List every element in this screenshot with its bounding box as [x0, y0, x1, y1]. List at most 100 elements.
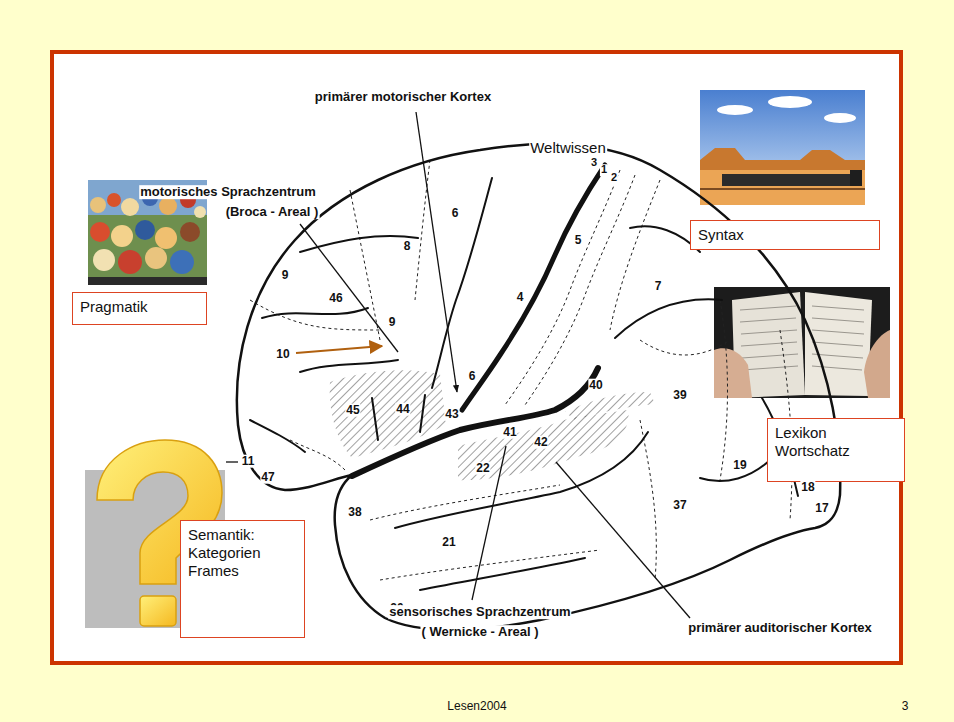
book-picture [714, 287, 890, 398]
area-border [415, 160, 430, 300]
area-number: 9 [281, 269, 290, 282]
sulcus [395, 432, 648, 528]
print-line [812, 366, 862, 370]
sulcus [615, 299, 722, 338]
area-number: 40 [588, 379, 603, 392]
concept-box: Lexikon Wortschatz [767, 418, 905, 482]
picture-ground [88, 215, 207, 277]
pointer-arrow [296, 346, 382, 353]
area-number: 9 [388, 316, 397, 329]
area-number: 7 [654, 280, 663, 293]
area-number: 2 [610, 172, 618, 184]
hand [714, 348, 752, 398]
area-number: 43 [444, 408, 459, 421]
brain-drawing [237, 144, 840, 630]
box-text: Lexikon Wortschatz [775, 424, 897, 460]
area-number: 39 [672, 389, 687, 402]
area-number: 11 [241, 455, 256, 468]
area-number: 46 [328, 292, 343, 305]
print-line [740, 318, 796, 322]
cloud [768, 96, 812, 108]
area-number: 21 [441, 536, 456, 549]
area-number: 22 [475, 462, 490, 475]
print-line [742, 366, 798, 370]
figure [159, 197, 177, 215]
area-border [350, 190, 380, 340]
area-number: 19 [732, 459, 747, 472]
page-number: 3 [902, 700, 909, 713]
footer-text: Lesen2004 [447, 700, 506, 713]
sulcus [300, 360, 398, 372]
picture-ground [714, 287, 890, 398]
print-line [812, 342, 863, 346]
area-number: 1 [600, 164, 608, 176]
area-border [640, 340, 730, 355]
sulcus [700, 458, 772, 481]
area-number: 37 [672, 499, 687, 512]
box-text: Semantik: Kategorien Frames [188, 526, 297, 580]
figure [194, 206, 206, 218]
leader-line [226, 461, 238, 462]
print-line [742, 354, 798, 358]
area-border [640, 420, 656, 580]
figure [118, 250, 142, 274]
sulcus [420, 395, 425, 432]
mesa [700, 148, 865, 205]
area-number: 5 [574, 234, 583, 247]
sylvian-fissure [352, 368, 598, 476]
locomotive [850, 170, 862, 186]
area-number: 18 [800, 481, 815, 494]
figure [93, 249, 115, 271]
print-line [812, 330, 864, 334]
area-number: 17 [814, 502, 829, 515]
figure [180, 222, 200, 242]
concept-label: Weltwissen [529, 140, 607, 156]
area-border [250, 300, 380, 330]
print-line [741, 342, 797, 346]
area-number: 42 [533, 436, 548, 449]
area-number: 38 [347, 506, 362, 519]
figure [90, 197, 106, 213]
area-number: 6 [451, 207, 460, 220]
cloud [824, 113, 856, 123]
figure [121, 198, 139, 216]
region-label: (Broca - Areal ) [225, 205, 320, 219]
wernicke-area-hatch [458, 410, 629, 480]
print-line [812, 306, 864, 310]
figure [135, 220, 155, 240]
concept-box: Pragmatik [72, 292, 207, 325]
sulcus [420, 558, 585, 590]
leader-line [472, 446, 506, 600]
brain-outline [237, 144, 840, 630]
rail [700, 188, 865, 190]
train [722, 174, 852, 186]
figure [145, 247, 167, 269]
concept-box: Semantik: Kategorien Frames [180, 520, 305, 638]
hand [864, 330, 890, 398]
print-line [741, 330, 797, 334]
area-number: 44 [395, 403, 410, 416]
picture-strip [88, 277, 207, 285]
area-number: 45 [345, 404, 360, 417]
question-mark-dot [140, 596, 176, 626]
figure [111, 225, 133, 247]
concept-box: Syntax [690, 220, 880, 250]
area-number: 41 [502, 426, 517, 439]
cloud [717, 105, 753, 115]
leader-line [416, 112, 457, 392]
figure [170, 250, 194, 274]
area-number: 10 [275, 348, 290, 361]
print-line [812, 318, 864, 322]
area-number: 6 [468, 370, 477, 383]
figure [107, 193, 121, 207]
region-label: motorisches Sprachzentrum [139, 185, 317, 199]
area-number: 8 [403, 240, 412, 253]
area-border [370, 485, 560, 520]
area-border [290, 440, 345, 470]
area-border [505, 170, 620, 405]
area-border [380, 550, 600, 580]
desert-ground [700, 170, 865, 205]
sulcus [372, 398, 378, 440]
region-label: sensorisches Sprachzentrum [388, 605, 571, 619]
